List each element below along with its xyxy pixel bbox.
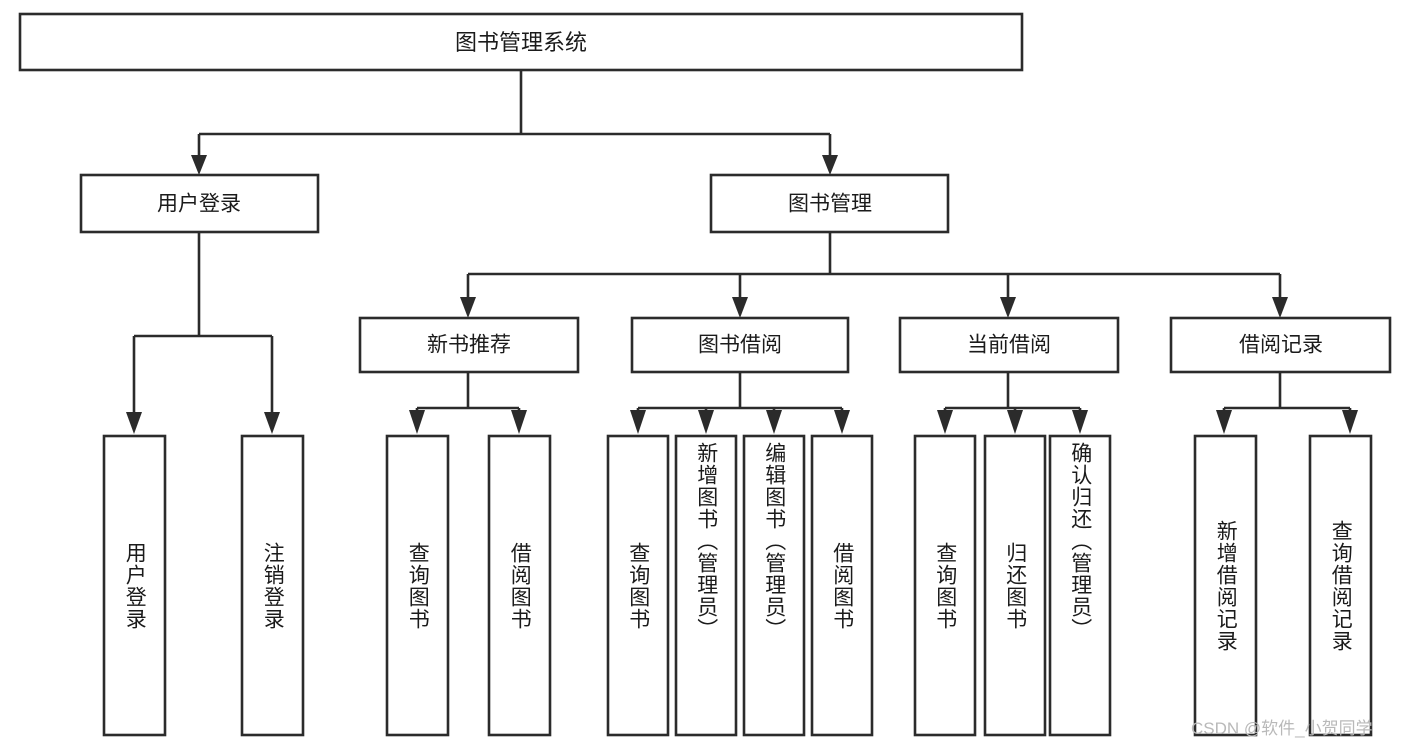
arrow-head-leaf-confirm-return xyxy=(1072,410,1088,434)
connector-group-borrow-record xyxy=(1216,372,1358,434)
arrow-head-leaf-edit-book xyxy=(766,410,782,434)
node-label-borrow-record: 借阅记录 xyxy=(1239,334,1323,357)
arrow-head-leaf-logout-login xyxy=(264,412,280,434)
node-box-leaf-add-record[interactable] xyxy=(1193,434,1258,737)
arrow-head-user-login xyxy=(191,155,207,175)
node-label-user-login: 用户登录 xyxy=(157,193,241,216)
connector-group-new-book-rec xyxy=(409,372,527,434)
connector-group-book-manage xyxy=(460,232,1288,318)
node-box-new-book-rec[interactable] xyxy=(358,316,580,374)
node-box-user-login[interactable] xyxy=(79,173,320,234)
arrow-head-leaf-query-book-2 xyxy=(630,410,646,434)
node-box-root[interactable] xyxy=(18,12,1024,72)
arrow-head-leaf-return-book xyxy=(1007,410,1023,434)
arrow-head-leaf-borrow-book-1 xyxy=(511,410,527,434)
arrow-head-leaf-add-record xyxy=(1216,410,1232,434)
node-box-leaf-logout-login[interactable] xyxy=(240,434,305,737)
csdn-watermark: CSDN @软件_小贺同学 xyxy=(1191,719,1373,738)
arrow-head-leaf-add-book xyxy=(698,410,714,434)
node-borrow-record[interactable]: 借阅记录 xyxy=(1169,316,1392,374)
node-box-leaf-query-record[interactable] xyxy=(1308,434,1373,737)
node-box-leaf-borrow-book-1[interactable] xyxy=(487,434,552,737)
arrow-head-leaf-borrow-book-2 xyxy=(834,410,850,434)
arrow-head-leaf-query-book-3 xyxy=(937,410,953,434)
node-box-leaf-query-book-2[interactable] xyxy=(606,434,670,737)
node-box-leaf-add-book[interactable] xyxy=(674,434,738,737)
node-box-book-manage[interactable] xyxy=(709,173,950,234)
node-root[interactable]: 图书管理系统 xyxy=(18,12,1024,72)
arrow-head-book-borrow xyxy=(732,297,748,318)
node-box-leaf-user-login[interactable] xyxy=(102,434,167,737)
node-book-borrow[interactable]: 图书借阅 xyxy=(630,316,850,374)
node-box-borrow-record[interactable] xyxy=(1169,316,1392,374)
arrow-head-current-borrow xyxy=(1000,297,1016,318)
arrow-head-leaf-user-login xyxy=(126,412,142,434)
node-label-book-manage: 图书管理 xyxy=(788,193,872,216)
node-box-leaf-return-book[interactable] xyxy=(983,434,1047,737)
arrow-head-borrow-record xyxy=(1272,297,1288,318)
node-label-current-borrow: 当前借阅 xyxy=(967,334,1051,357)
node-box-leaf-edit-book[interactable] xyxy=(742,434,806,737)
connector-group-current-borrow xyxy=(937,372,1088,434)
node-new-book-rec[interactable]: 新书推荐 xyxy=(358,316,580,374)
node-box-leaf-query-book-3[interactable] xyxy=(913,434,977,737)
node-user-login[interactable]: 用户登录 xyxy=(79,173,320,234)
node-box-current-borrow[interactable] xyxy=(898,316,1120,374)
node-label-root: 图书管理系统 xyxy=(455,30,587,55)
node-label-new-book-rec: 新书推荐 xyxy=(427,334,511,357)
connector-group-user-login xyxy=(126,232,280,434)
node-box-leaf-query-book-1[interactable] xyxy=(385,434,450,737)
arrow-head-leaf-query-record xyxy=(1342,410,1358,434)
node-label-book-borrow: 图书借阅 xyxy=(698,334,782,357)
node-box-leaf-confirm-return[interactable] xyxy=(1048,434,1112,737)
node-current-borrow[interactable]: 当前借阅 xyxy=(898,316,1120,374)
arrow-head-new-book-rec xyxy=(460,297,476,318)
node-book-manage[interactable]: 图书管理 xyxy=(709,173,950,234)
node-box-leaf-borrow-book-2[interactable] xyxy=(810,434,874,737)
arrow-head-leaf-query-book-1 xyxy=(409,410,425,434)
arrow-head-book-manage xyxy=(822,155,838,175)
connector-group-book-borrow xyxy=(630,372,850,434)
node-box-book-borrow[interactable] xyxy=(630,316,850,374)
connector-group-root xyxy=(191,70,838,175)
